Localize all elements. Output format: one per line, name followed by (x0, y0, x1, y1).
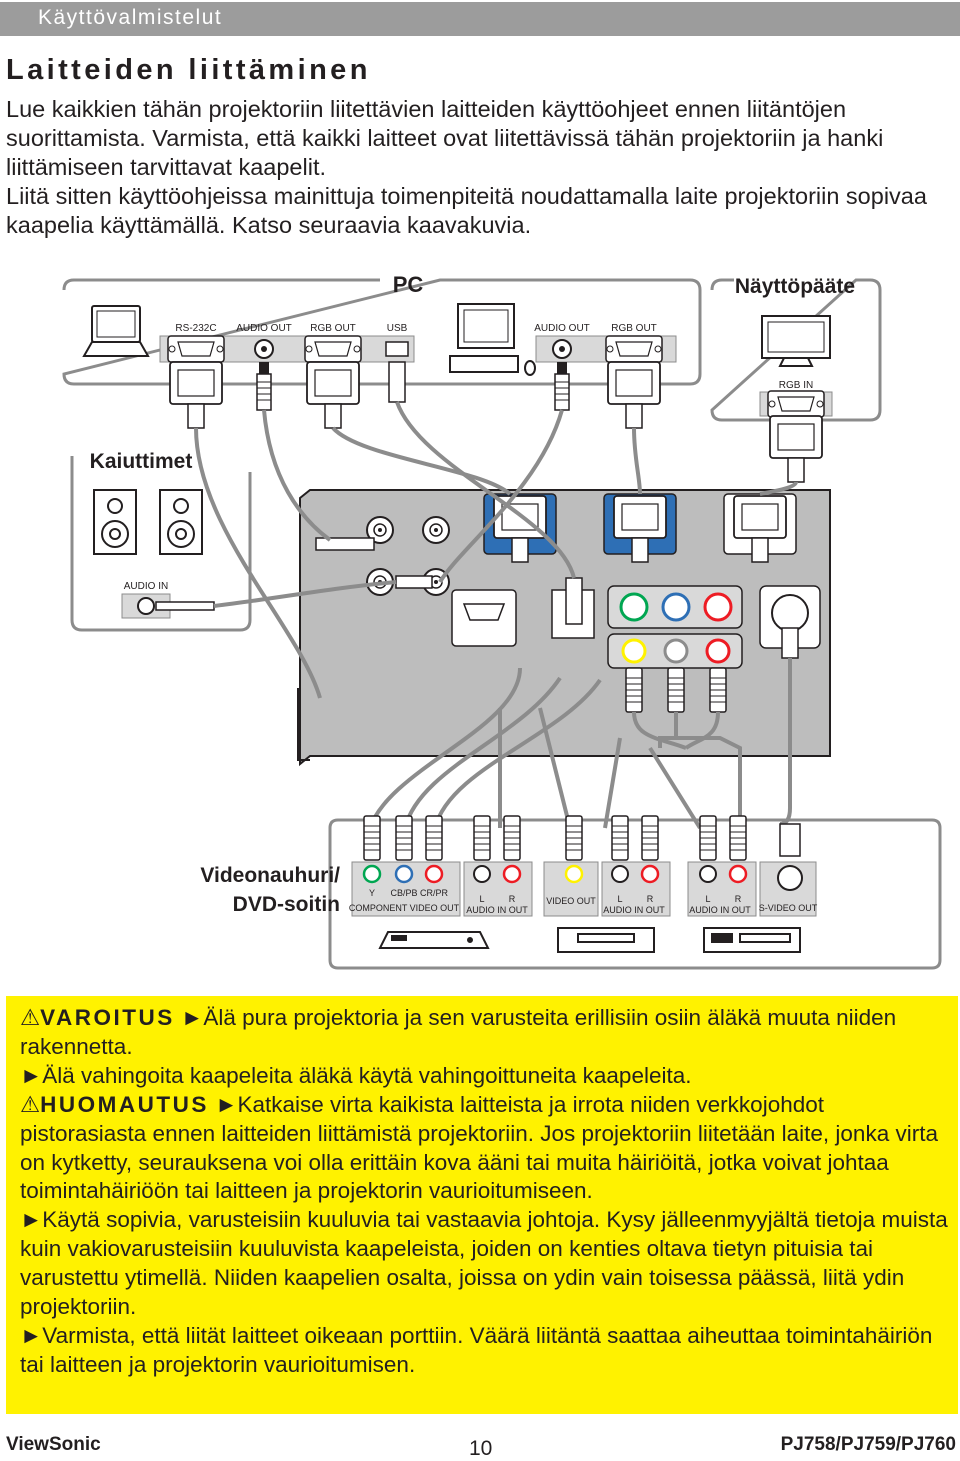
vcr-group-frame (328, 818, 942, 970)
port-label-rgb-out-2: RGB OUT (611, 323, 657, 334)
port-label-audio-out-2: AUDIO OUT (534, 323, 590, 334)
monitor-group-frame (710, 278, 882, 422)
varoitus-text-1: Älä pura projektoria ja sen varusteita e… (20, 1005, 897, 1059)
vcr-label-component-video-out: COMPONENT VIDEO OUT (349, 903, 460, 913)
intro-paragraph-2: Liitä sitten käyttöohjeissa mainittuja t… (6, 183, 927, 238)
monitor-title: Näyttöpääte (735, 275, 855, 298)
huomautus-text-2: Käytä sopivia, varusteisiin kuuluvia tai… (20, 1207, 948, 1320)
footer-model: PJ758/PJ759/PJ760 (780, 1434, 956, 1455)
connection-diagram: PC Näyttöpääte RS-232C AUDIO OUT RGB OUT… (0, 268, 960, 990)
vcr-label-y: Y (369, 888, 375, 898)
monitor-icon (761, 315, 831, 367)
pc-group-frame (62, 278, 702, 386)
arrow-icon: ► (20, 1322, 43, 1348)
vcr-label-video-out: VIDEO OUT (546, 896, 596, 906)
warning-box: ⚠VAROITUS ►Älä pura projektoria ja sen v… (6, 996, 958, 1414)
port-label-usb: USB (387, 323, 408, 334)
speakers-group-frame (70, 456, 252, 632)
cables (194, 401, 798, 830)
arrow-icon: ► (20, 1207, 43, 1233)
vcr-label-r-1: R (509, 894, 516, 904)
section-header-label: Käyttövalmistelut (38, 6, 223, 29)
vcr-label-audio-in-out-3: AUDIO IN OUT (689, 905, 751, 915)
vcr-label-l-1: L (479, 894, 484, 904)
vcr-label-l-2: L (617, 894, 622, 904)
speaker-right-icon (159, 489, 203, 555)
pc-title: PC (393, 272, 424, 297)
vcr-icon (557, 927, 655, 953)
vcr-title-line-2: DVD-soitin (233, 893, 340, 916)
port-label-rgb-out-1: RGB OUT (310, 323, 356, 334)
port-label-audio-in: AUDIO IN (124, 581, 168, 592)
port-label-rs232c: RS-232C (175, 323, 216, 334)
speakers-title: Kaiuttimet (90, 450, 193, 473)
intro-text: Lue kaikkien tähän projektoriin liitettä… (6, 95, 954, 240)
port-label-audio-out-1: AUDIO OUT (236, 323, 292, 334)
page-number: 10 (469, 1437, 493, 1460)
dvd-player-icon (378, 931, 490, 949)
caution-icon: ⚠ (20, 1091, 41, 1117)
vcr-label-s-video-out: S-VIDEO OUT (759, 903, 818, 913)
page-title: Laitteiden liittäminen (6, 54, 371, 86)
vcr-label-audio-in-out-1: AUDIO IN OUT (466, 905, 528, 915)
huomautus-text-1: Katkaise virta kaikista laitteista ja ir… (20, 1091, 938, 1204)
vcr-label-cb-pb: CB/PB (390, 888, 417, 898)
arrow-icon: ► (215, 1091, 238, 1117)
vcr-label-audio-in-out-2: AUDIO IN OUT (603, 905, 665, 915)
arrow-icon: ► (181, 1005, 204, 1030)
laptop-icon (82, 305, 150, 357)
section-header-bar: Käyttövalmistelut (0, 2, 960, 36)
varoitus-label: VAROITUS (40, 1005, 175, 1030)
intro-paragraph-1: Lue kaikkien tähän projektoriin liitettä… (6, 96, 884, 180)
huomautus-text-3: Varmista, että liität laitteet oikeaan p… (20, 1322, 933, 1377)
vcr-label-r-2: R (647, 894, 654, 904)
varoitus-text-2: Älä vahingoita kaapeleita äläkä käytä va… (42, 1062, 692, 1088)
warning-text: ⚠VAROITUS ►Älä pura projektoria ja sen v… (20, 1004, 950, 1380)
dvd-recorder-icon (703, 927, 801, 953)
vcr-label-l-3: L (705, 894, 710, 904)
desktop-pc-icon (449, 303, 536, 376)
vcr-title-line-1: Videonauhuri/ (200, 864, 340, 887)
vcr-label-r-3: R (735, 894, 742, 904)
huomautus-label: HUOMAUTUS (40, 1091, 209, 1117)
vcr-label-cr-pr: CR/PR (420, 888, 449, 898)
speaker-left-icon (93, 489, 137, 555)
warning-icon: ⚠ (20, 1005, 41, 1030)
arrow-icon: ► (20, 1062, 43, 1088)
port-label-rgb-in: RGB IN (779, 380, 813, 391)
footer-brand: ViewSonic (6, 1434, 101, 1455)
